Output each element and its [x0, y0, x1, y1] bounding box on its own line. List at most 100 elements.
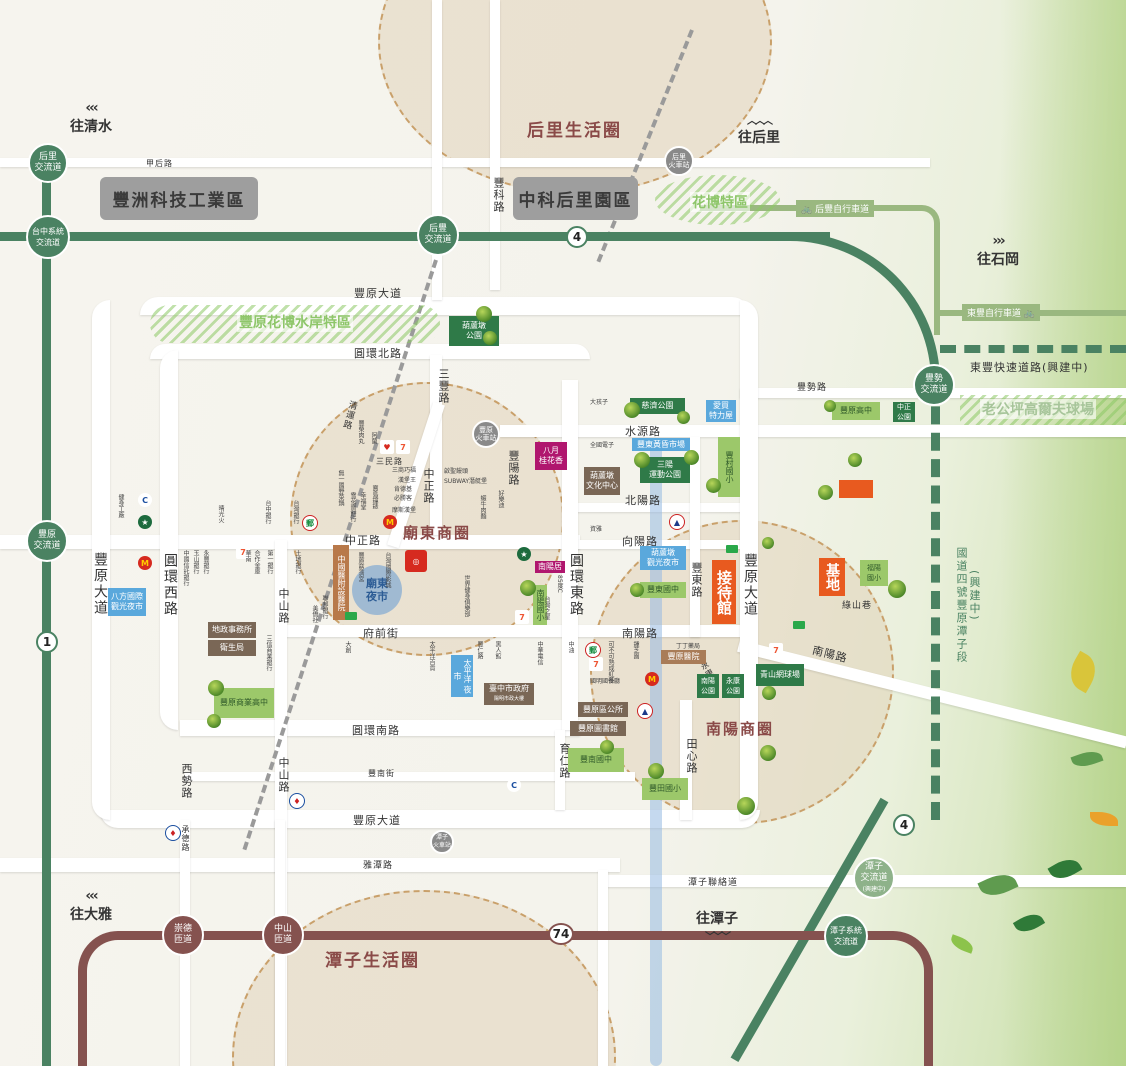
fengdong-market[interactable]: 豐東黃昏市場 [632, 438, 690, 451]
tree-icon [888, 580, 906, 598]
health-bureau[interactable]: 衛生局 [208, 640, 256, 656]
road-sanfeng [430, 355, 442, 535]
poi-center-1: 豐原慈濟宮 [357, 552, 364, 582]
fengyuan-high-school[interactable]: 豐原高中 [832, 402, 880, 420]
road-ring-west [160, 350, 178, 730]
road-fengyuan-ave-left-label: 豐原大道 [92, 552, 108, 616]
road-fengyuan-ave-bottom-label: 豐原大道 [353, 814, 401, 827]
road-xiangyang [575, 540, 755, 549]
tree-icon [624, 402, 640, 418]
ciji-park[interactable]: 慈濟公園 [630, 398, 685, 414]
qingshan-tennis[interactable]: 青山網球場 [756, 664, 804, 686]
nanyang-elementary[interactable]: 南陽國小 [533, 585, 547, 625]
district-office[interactable]: 豐原區公所 [578, 702, 628, 717]
fengcun-elementary[interactable]: 豐村國小 [718, 437, 740, 497]
taipingyang-night-market[interactable]: 太平洋 夜市 [451, 655, 473, 697]
seven-eleven-icon: 7 [589, 657, 603, 671]
poi-center-25: 鍾芝園 [632, 641, 639, 659]
carrefour-icon: C [138, 493, 152, 507]
fengyuan-library[interactable]: 豐原圖書館 [570, 721, 626, 736]
land-office[interactable]: 地政事務所 [208, 622, 256, 638]
poi-miaodong-9: 寶島鐘錶 [371, 485, 378, 509]
tree-icon [848, 453, 862, 467]
fuyang-elementary[interactable]: 福陽 國小 [860, 560, 888, 586]
fengyuan-hospital[interactable]: 豐原醫院 [661, 650, 706, 664]
flower-expo-label: 花博特區 [690, 192, 750, 212]
seven-eleven-icon: 7 [515, 610, 529, 624]
yongkang-park[interactable]: 永康 公園 [722, 674, 744, 698]
poi-miaodong-2: 阿蘭 [370, 432, 377, 444]
to-houli-label: 往后里 [738, 130, 780, 146]
houli-life-zone-label: 后里生活圈 [527, 121, 622, 141]
ctbc-bank-icon: ♦ [289, 793, 305, 809]
store-heart-icon: ♥ [380, 440, 394, 454]
hulu-tourist-night-market[interactable]: 葫蘆墩 觀光夜市 [640, 546, 686, 570]
road-shuiyuan-label: 水源路 [625, 425, 661, 438]
fengtian-elementary[interactable]: 豐田國小 [642, 778, 688, 800]
family-mart-icon [793, 621, 805, 629]
nanyang-park[interactable]: 南陽 公園 [697, 674, 719, 698]
freeway4-shield-top: 4 [566, 226, 588, 248]
fengdong-junior-high[interactable]: 豐東國中 [640, 582, 686, 598]
road-tanzi-link-label: 潭子聯絡道 [688, 878, 739, 888]
road-chengde-label: 承德路 [181, 825, 190, 852]
road-beiyang-label: 北陽路 [625, 494, 661, 507]
houli-station[interactable]: 后里 火車站 [664, 146, 694, 176]
tree-icon [648, 763, 664, 779]
fengnan-junior-high[interactable]: 豐南國中 [568, 748, 624, 772]
to-shigang-label: 往石岡 [977, 252, 1019, 268]
zhongzheng-park[interactable]: 中正 公園 [893, 402, 915, 422]
base-marker[interactable] [839, 480, 873, 498]
poi-miaodong-15: SUBWAY潛艇堡 [444, 478, 488, 485]
fengshi-interchange[interactable]: 豐勢 交流道 [913, 364, 955, 406]
tree-icon [762, 686, 776, 700]
reception-center[interactable]: 接待館 [712, 560, 736, 624]
dongfeng-expressway [940, 345, 1126, 353]
tree-icon [706, 478, 721, 493]
taichung-system-interchange[interactable]: 台中系統 交流道 [26, 215, 70, 259]
miaodong-night-market[interactable]: 廟東 夜市 [352, 565, 402, 615]
tree-icon [818, 485, 833, 500]
nanyang-ju[interactable]: 南陽居 [535, 561, 565, 573]
zhongshan-ramp[interactable]: 中山 匝道 [262, 914, 304, 956]
freeway-4-dashed [931, 380, 940, 820]
golf-label: 老公坪高爾夫球場 [980, 399, 1096, 419]
dongfeng-bike-tag: 東豐自行車道 🚲 [962, 304, 1041, 321]
road-fuqian-label: 府前街 [363, 627, 399, 640]
hulu-culture-center[interactable]: 葫蘆墩 文化中心 [584, 467, 620, 495]
road-fengyuan-ave-right-label: 豐原大道 [742, 553, 758, 617]
tree-icon [600, 740, 614, 754]
poi-miaodong-6: 肯德基 [394, 486, 413, 493]
poi-center-9: 大創 [344, 641, 351, 653]
fengyuan-station[interactable]: 豐原 火車站 [472, 420, 500, 448]
tanzi-station[interactable]: 潭子 火車站 [430, 830, 454, 854]
freeway1-shield: 1 [36, 631, 58, 653]
road-fengyuan-ave-left [92, 300, 110, 820]
mcdonalds-icon: M [383, 515, 397, 529]
tanzi-system-interchange[interactable]: 潭子系統 交流道 [824, 914, 868, 958]
road-yatan-label: 雅潭路 [363, 861, 394, 871]
right-arrows-icon: ››› [992, 233, 1005, 249]
to-tanzi-label: 往潭子 [696, 911, 738, 927]
road-yuren-label: 育仁路 [558, 743, 571, 779]
poi-miaodong-16: 蝦牛肉麵 [479, 495, 486, 519]
commerce-high-school[interactable]: 豐原商業高中 [214, 688, 274, 718]
base-site[interactable]: 基地 [819, 558, 845, 596]
bafang-night-market[interactable]: 八方國際 觀光夜市 [108, 588, 146, 616]
dongfeng-expressway-label: 東豐快速道路(興建中) [970, 361, 1089, 374]
cmu-hospital[interactable]: 中國醫附設醫院 [333, 545, 349, 620]
freeway-4-top [0, 232, 830, 241]
poi-miaodong-12: 無一國野菜鍋 [337, 470, 344, 506]
chongde-ramp[interactable]: 崇德 匝道 [162, 914, 204, 956]
houli-interchange[interactable]: 后里 交流道 [28, 143, 68, 183]
bayue-osmanthus[interactable]: 八月 桂花香 [535, 442, 567, 470]
aimai-store[interactable]: 愛買 特力屋 [706, 400, 736, 422]
poi-west-6: 永豐銀行 [202, 550, 209, 574]
miaodong-zone-label: 廟東商圈 [403, 524, 472, 542]
poi-miaodong-10: 幸福堂 [359, 492, 366, 510]
fengyuan-interchange[interactable]: 豐原 交流道 [26, 520, 68, 562]
city-government[interactable]: 臺中市政府 陽明市政大樓 [484, 683, 534, 705]
houfeng-interchange[interactable]: 后豐 交流道 [417, 214, 459, 256]
tanzi-interchange[interactable]: 潭子 交流道 (興建中) [853, 857, 895, 899]
